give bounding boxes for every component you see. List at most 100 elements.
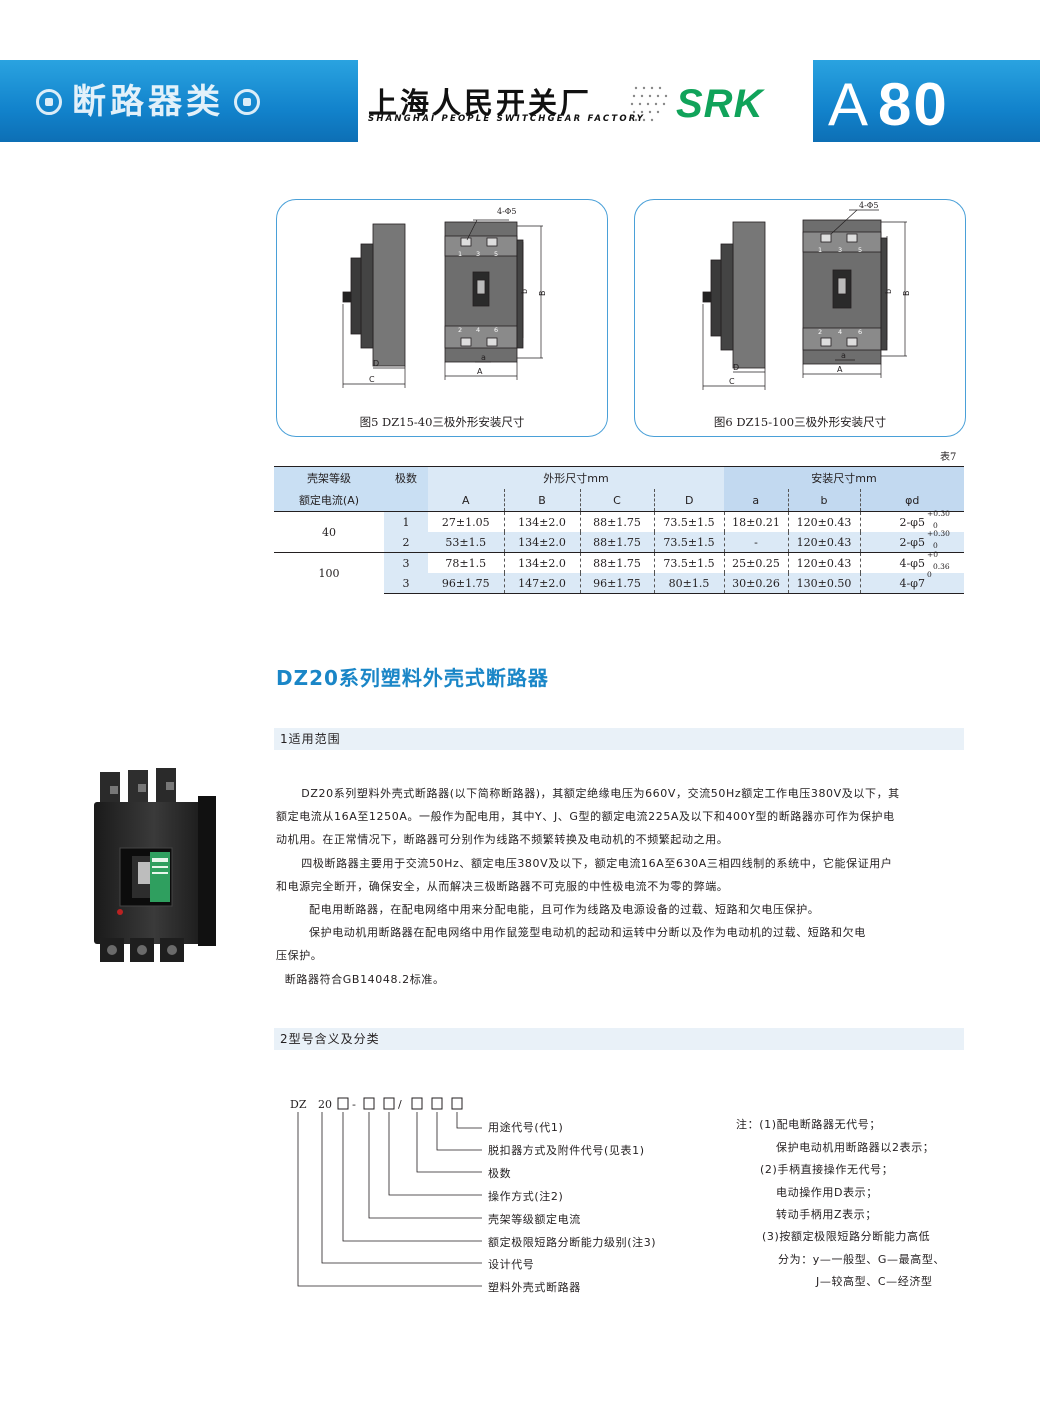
note-line: (2)手柄直接操作无代号； (760, 1163, 894, 1176)
code-sep2: / (398, 1098, 402, 1111)
note-line: 分为：y—一般型、G—最高型、 (778, 1253, 946, 1266)
cell: 134±2.0 (503, 532, 580, 553)
th-col: B (503, 489, 580, 512)
table-number: 表7 (940, 452, 957, 463)
cell: 88±1.75 (579, 511, 654, 532)
dim-label-a: a (841, 351, 846, 360)
paragraph: 配电用断路器，在配电网络中用来分配电能，且可作为线路及电源设备的过载、短路和欠电… (309, 903, 820, 917)
cell: 130±0.50 (787, 573, 860, 594)
tol-upper: +0.30 (926, 528, 950, 538)
breaker-photo (94, 768, 216, 962)
figure-6: 4-Φ5 1 3 5 2 4 6 b B a A D C 图6 DZ15-100… (634, 199, 966, 437)
figure-caption: 图6 DZ15-100三极外形安装尺寸 (713, 415, 887, 429)
code-item: 极数 (488, 1167, 512, 1180)
cell: 88±1.75 (579, 552, 654, 573)
cell-poles: 3 (384, 573, 428, 594)
terminal-label: 4 (838, 328, 842, 336)
code-item: 设计代号 (488, 1258, 535, 1271)
page-letter: A (828, 71, 869, 138)
table-header-row-2: 额定电流(A) A B C D a b φd (274, 489, 964, 512)
dim-label-b: b (520, 289, 529, 294)
paragraph: 动机用。在正常情况下，断路器可分别作为线路不频繁转换及电动机的不频繁起动之用。 (276, 833, 729, 847)
cell: 53±1.5 (428, 532, 504, 553)
th-empty (384, 489, 428, 512)
dot-pattern-icon (630, 86, 668, 122)
paragraph: 额定电流从16A至1250A。一般作为配电用，其中Y、J、G型的额定电流225A… (276, 810, 895, 824)
scope-text: DZ20系列塑料外壳式断路器(以下简称断路器)，其额定绝缘电压为660V，交流5… (276, 782, 964, 991)
paragraph: 断路器符合GB14048.2标准。 (284, 972, 445, 986)
dim-label-b: b (884, 289, 893, 294)
th-col: C (579, 489, 654, 512)
cell: 120±0.43 (787, 532, 860, 553)
paragraph: 保护电动机用断路器在配电网络中用作鼠笼型电动机的起动和运转中分断以及作为电动机的… (309, 926, 866, 940)
th-col: a (724, 489, 788, 512)
page-number: A 80 (828, 70, 949, 139)
cell: 96±1.75 (579, 573, 654, 594)
dim-label-B: B (538, 291, 547, 297)
note-line: 电动操作用D表示； (776, 1186, 878, 1199)
cell: 27±1.05 (428, 511, 504, 532)
th-col: b (787, 489, 860, 512)
paragraph: 四极断路器主要用于交流50Hz、额定电压380V及以下，额定电流16A至630A… (301, 856, 893, 870)
code-series: 20 (318, 1098, 332, 1111)
table-row: 2 53±1.5 134±2.0 88±1.75 73.5±1.5 - 120±… (274, 528, 964, 553)
cell: 78±1.5 (428, 552, 504, 573)
cell-poles: 3 (384, 552, 428, 573)
note-line: (3)按额定极限短路分断能力高低 (762, 1230, 931, 1243)
cell-poles: 2 (384, 532, 428, 553)
tol-lower: 0 (932, 540, 938, 550)
terminal-label: 3 (476, 250, 480, 258)
th-install: 安装尺寸mm (724, 466, 964, 489)
outline-drawing-5: 4-Φ5 1 3 5 2 4 6 b B a A D C (342, 207, 547, 388)
cell: 73.5±1.5 (653, 552, 724, 573)
table-header-row-1: 壳架等级 极数 外形尺寸mm 安装尺寸mm (274, 466, 964, 489)
paragraph: 压保护。 (276, 949, 323, 963)
category-text: 断路器类 (72, 82, 224, 122)
th-rated: 额定电流(A) (274, 489, 384, 512)
th-frame: 壳架等级 (274, 466, 384, 489)
cell: 120±0.43 (787, 552, 860, 573)
note-line: 保护电动机用断路器以2表示； (776, 1141, 935, 1154)
page-digits: 80 (878, 71, 949, 138)
cell: 80±1.5 (653, 573, 724, 594)
dim-label-a: a (481, 353, 486, 362)
code-item: 操作方式(注2) (488, 1190, 564, 1203)
cell: 134±2.0 (503, 552, 580, 573)
terminal-label: 1 (818, 246, 822, 254)
cell: 18±0.21 (723, 511, 788, 532)
bullet-icon (36, 89, 62, 115)
cell: 25±0.25 (723, 552, 788, 573)
figure-5: 4-Φ5 1 3 5 2 4 6 b B a A D C 图5 DZ15-40三… (276, 199, 608, 437)
cell: 120±0.43 (787, 511, 860, 532)
th-col: A (428, 489, 504, 512)
code-sep1: - (352, 1098, 356, 1111)
dim-label-A: A (477, 367, 483, 376)
hole-size: 2-φ5 (899, 515, 925, 529)
table-row: 100 3 78±1.5 134±2.0 88±1.75 73.5±1.5 25… (274, 549, 964, 594)
terminal-label: 2 (458, 326, 462, 334)
paragraph: DZ20系列塑料外壳式断路器(以下简称断路器)，其额定绝缘电压为660V，交流5… (301, 787, 900, 800)
cell-frame: 100 (274, 552, 384, 594)
cell: 73.5±1.5 (653, 532, 724, 553)
terminal-label: 4 (476, 326, 480, 334)
note-line: 转动手柄用Z表示； (776, 1208, 877, 1221)
tol-upper: +0 (926, 549, 939, 559)
terminal-label: 5 (494, 250, 498, 258)
bullet-icon (234, 89, 260, 115)
cell: - (723, 532, 788, 553)
th-poles: 极数 (384, 466, 428, 489)
cell: 96±1.75 (428, 573, 504, 594)
code-item: 额定极限短路分断能力级别(注3) (488, 1236, 657, 1249)
table-row: 3 96±1.75 147±2.0 96±1.75 80±1.5 30±0.26… (274, 570, 964, 594)
section-title: DZ20系列塑料外壳式断路器 (276, 666, 549, 690)
code-item: 脱扣器方式及附件代号(见表1) (488, 1144, 645, 1157)
cell: 73.5±1.5 (653, 511, 724, 532)
hole-label: 4-Φ5 (859, 201, 878, 210)
tol-lower: 0.36 (932, 561, 950, 571)
cell: 30±0.26 (723, 573, 788, 594)
hole-size: 4-φ7 (899, 576, 925, 590)
tol-lower: 0 (932, 520, 938, 530)
